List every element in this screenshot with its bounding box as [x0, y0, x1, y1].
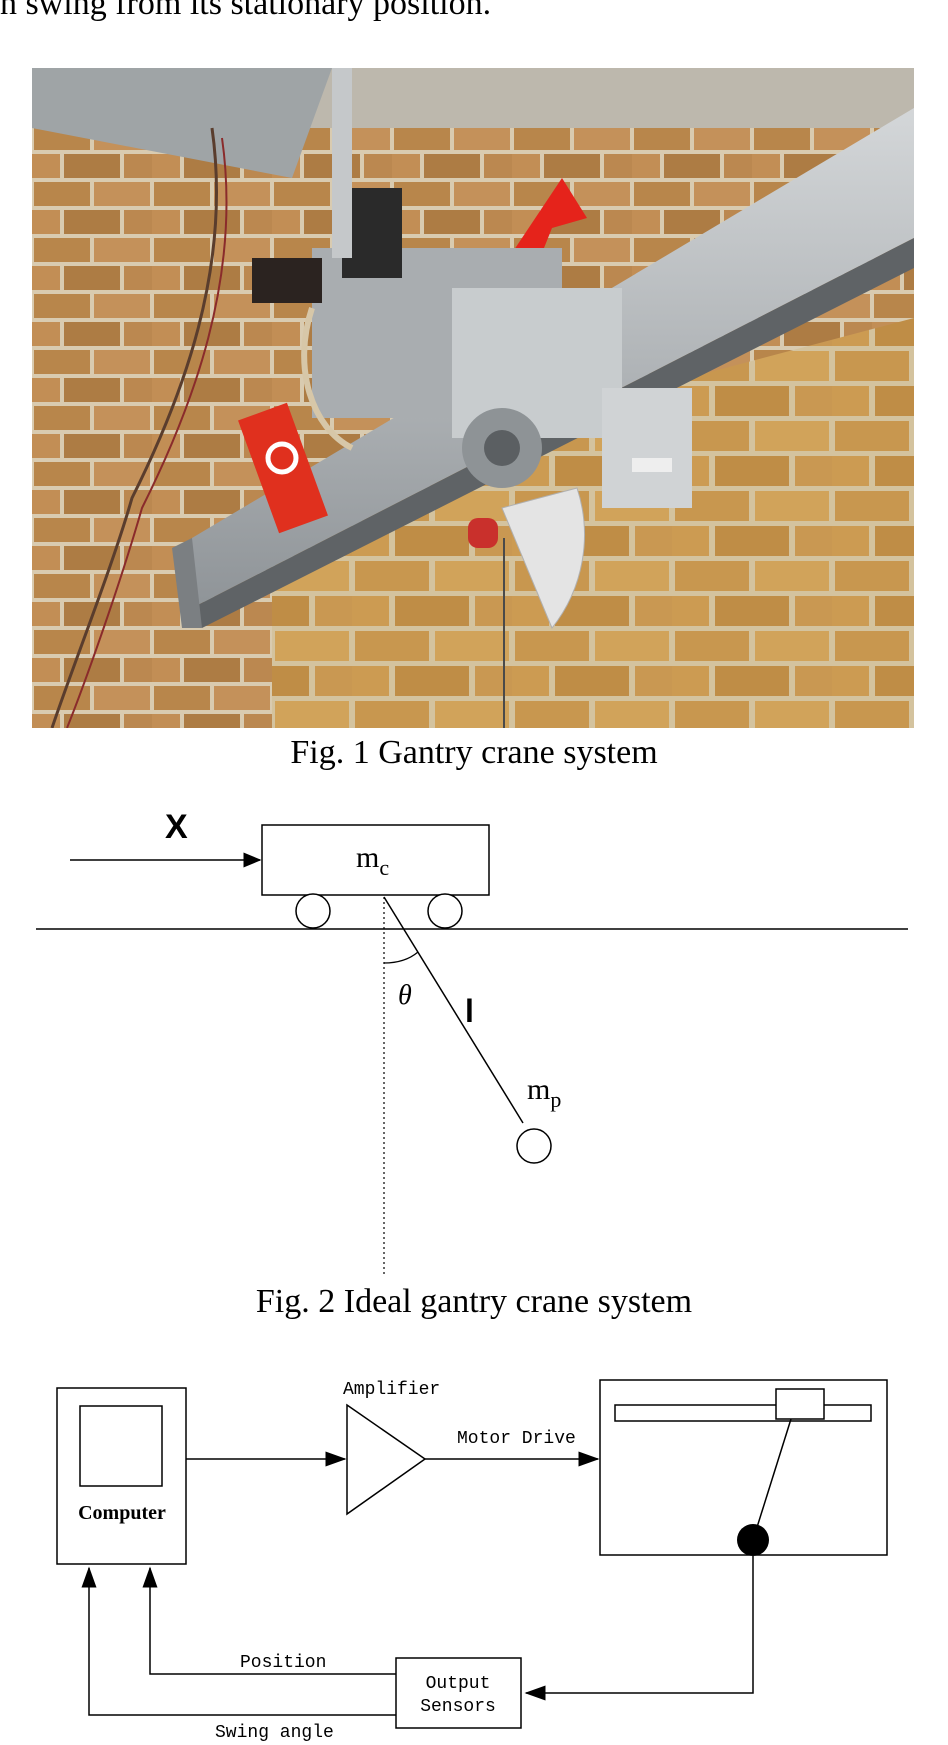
ideal-gantry-crane-diagram: X mc θ l mp — [36, 808, 908, 1275]
swing-angle-label: θ — [398, 980, 412, 1011]
amplifier-triangle — [346, 1403, 427, 1516]
position-label: Position — [240, 1653, 326, 1673]
motor-drive-label: Motor Drive — [457, 1429, 576, 1449]
computer-screen — [79, 1405, 163, 1487]
gantry-crane-photo-drawing — [32, 68, 914, 728]
cart-wheel-right — [427, 893, 463, 929]
cart-mass-label: mc — [356, 841, 389, 880]
angle-arc — [383, 951, 419, 964]
crane-cable — [752, 1418, 792, 1541]
computer-label: Computer — [78, 1502, 166, 1524]
sensor-label-line2: Sensors — [420, 1697, 496, 1717]
top-text-fragment: n swing from its stationary position. — [0, 0, 492, 22]
crane-trolley — [775, 1388, 825, 1420]
swing-angle-feedback-label: Swing angle — [215, 1723, 334, 1743]
output-sensors-box — [395, 1657, 522, 1729]
figure-1-caption: Fig. 1 Gantry crane system — [290, 734, 658, 771]
amplifier-label: Amplifier — [343, 1380, 440, 1400]
crane-rail — [614, 1404, 872, 1422]
gantry-crane-photo — [32, 68, 914, 728]
control-block-diagram: Computer Amplifier Motor Drive Output Se… — [56, 1379, 888, 1743]
sensor-label-line1: Output — [426, 1674, 491, 1694]
input-force-label: X — [165, 808, 188, 846]
figure-2-caption: Fig. 2 Ideal gantry crane system — [255, 1283, 693, 1320]
payload-bob — [516, 1128, 552, 1164]
cart-box — [261, 824, 490, 896]
cart-wheel-left — [295, 893, 331, 929]
crane-to-sensor-arrow — [524, 1556, 754, 1701]
pendulum-cable — [383, 896, 524, 1124]
swing-angle-feedback-arrow — [81, 1566, 396, 1716]
crane-payload — [737, 1524, 769, 1556]
position-feedback-arrow — [142, 1566, 396, 1675]
cable-length-label: l — [465, 993, 474, 1029]
payload-mass-label: mp — [527, 1073, 561, 1112]
